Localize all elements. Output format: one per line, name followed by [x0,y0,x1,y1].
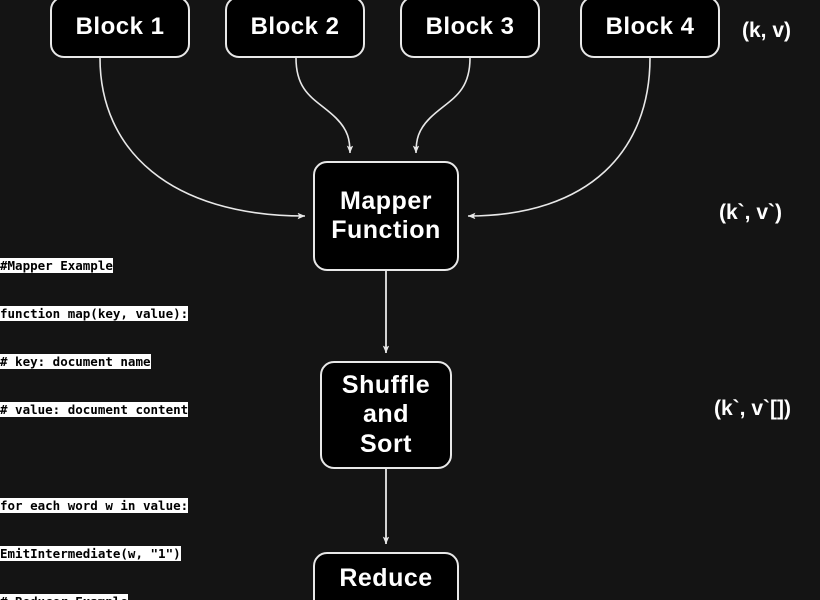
node-block-4-label: Block 4 [605,12,695,40]
code-line: # key: document name [0,354,188,370]
node-block-3[interactable]: Block 3 [400,0,540,58]
node-block-3-label: Block 3 [425,12,515,40]
node-block-2-label: Block 2 [250,12,340,40]
kv-label-input: (k, v) [742,19,792,42]
code-line-text: # Reducer Example [0,594,128,600]
node-block-1[interactable]: Block 1 [50,0,190,58]
edge-block2-to-mapper [295,57,354,154]
edge-block3-to-mapper [412,57,471,154]
node-shuffle-and-sort[interactable]: Shuffle and Sort [320,361,452,469]
code-block-mapper-example: #Mapper Example function map(key, value)… [0,226,189,594]
code-block-reducer-example: # Reducer Example function reduce(key, v… [0,562,218,600]
code-line-text: # value: document content [0,402,189,417]
code-line-text: function map(key, value): [0,306,189,321]
node-block-4[interactable]: Block 4 [580,0,720,58]
kv-label-mapped: (k`, v`) [719,201,782,224]
node-block-1-label: Block 1 [75,12,165,40]
code-line-text: EmitIntermediate(w, "1") [0,546,181,561]
node-reduce-label: Reduce [339,564,433,592]
node-block-2[interactable]: Block 2 [225,0,365,58]
code-line: EmitIntermediate(w, "1") [0,546,188,562]
code-line-text: # key: document name [0,354,151,369]
code-line-blank [0,450,188,466]
node-shuffle-and-sort-label: Shuffle and Sort [341,370,431,458]
edge-block4-to-mapper [467,57,651,220]
code-line: #Mapper Example [0,258,188,274]
code-line-text: #Mapper Example [0,258,113,273]
node-mapper-function[interactable]: Mapper Function [313,161,459,271]
code-line: function map(key, value): [0,306,189,322]
edge-block1-to-mapper [99,57,306,220]
code-line-text: for each word w in value: [0,498,189,513]
node-mapper-function-label: Mapper Function [331,186,441,245]
code-line: # value: document content [0,402,189,418]
code-line: # Reducer Example [0,594,218,600]
kv-label-shuffled: (k`, v`[]) [714,397,791,420]
node-reduce[interactable]: Reduce [313,552,459,600]
code-line: for each word w in value: [0,498,189,514]
